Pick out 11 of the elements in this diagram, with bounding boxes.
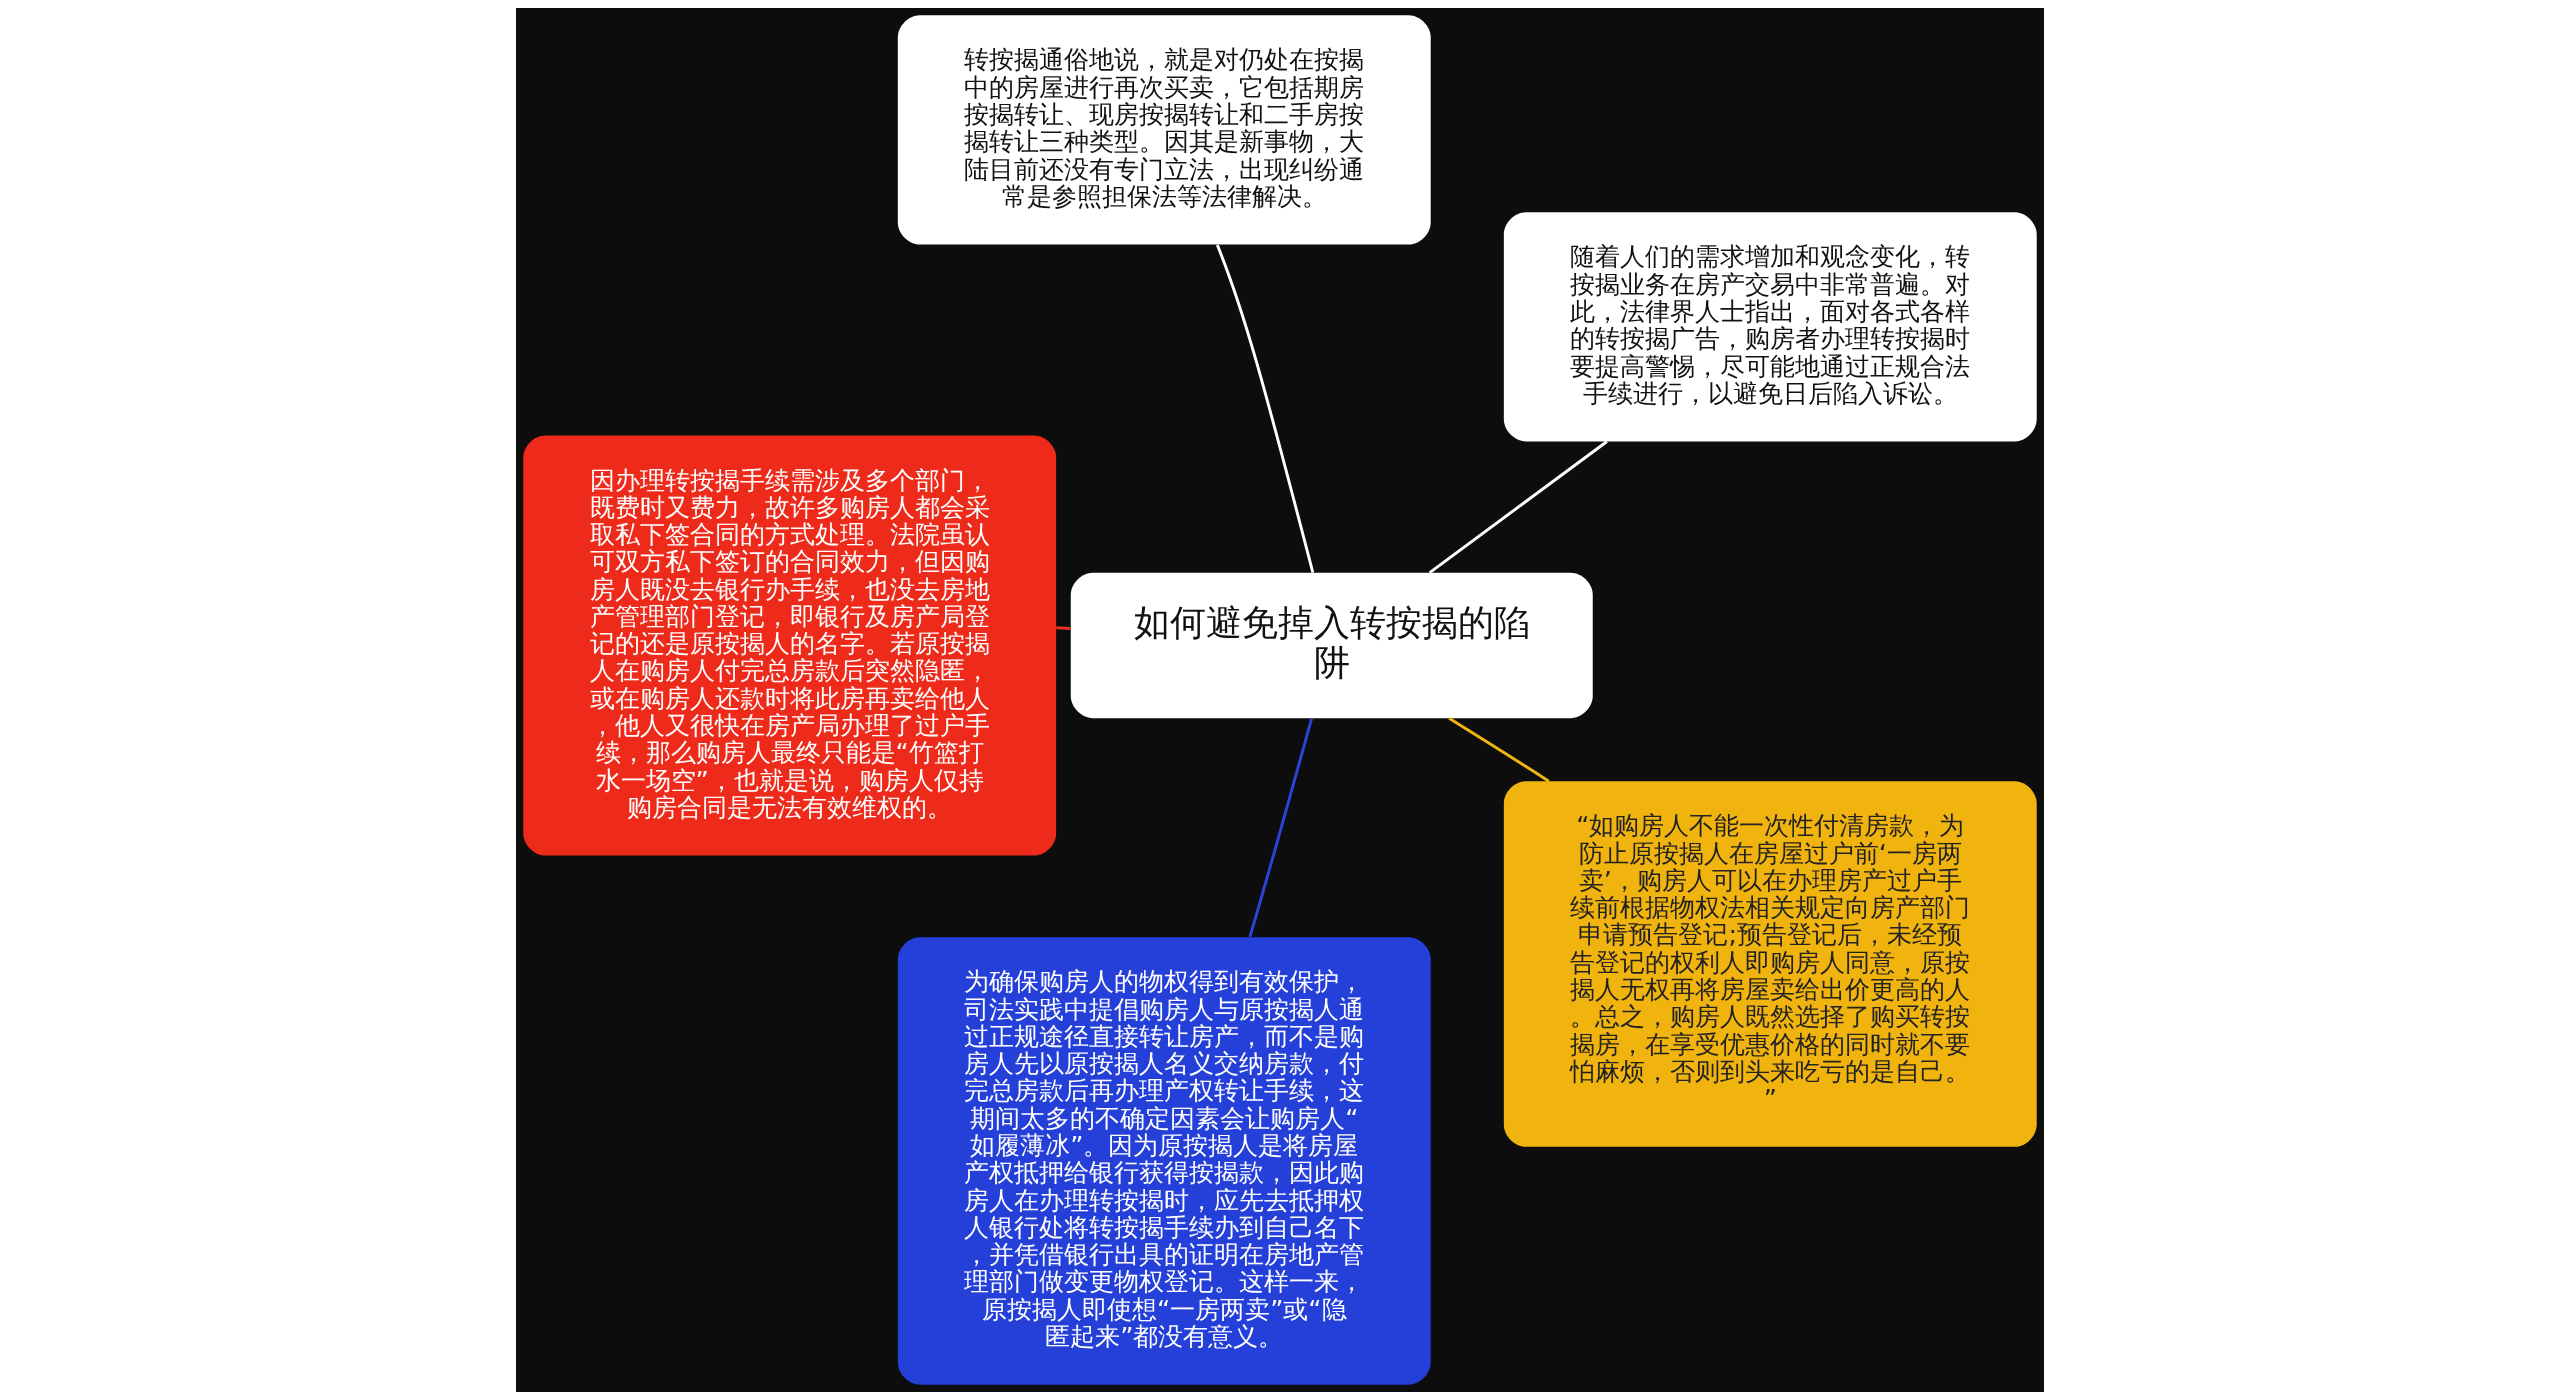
node-box: “如购房人不能一次性付清房款，为防止原按揭人在房屋过户前‘一房两卖’，购房人可以在办理房产过户手续前根据物权法相关规定向房产部门申请预告登记;预告登记后，未经预告登记的权利人即购房人同意，原按揭人无权再将房屋卖给出价更高的人。总之，购房人既然选择了购买转按揭房，在享受优惠价格的同时就不要怕麻烦，否则到头来吃亏的是自己。” xyxy=(1503,781,2037,1147)
connector xyxy=(1056,626,1071,630)
node-box: 如何避免掉入转按揭的陷阱 xyxy=(1070,572,1593,719)
connector xyxy=(1448,717,1550,783)
connector xyxy=(1248,718,1313,938)
connector xyxy=(1428,440,1608,574)
connector xyxy=(1216,244,1315,573)
node-box: 随着人们的需求增加和观念变化，转按揭业务在房产交易中非常普遍。对此，法律界人士指出，面对各式各样的转按揭广告，购房者办理转按揭时要提高警惕，尽可能地通过正规合法手续进行，以避免日后陷入诉讼。 xyxy=(1503,212,2037,442)
node-box: 因办理转按揭手续需涉及多个部门，既费时又费力，故许多购房人都会采取私下签合同的方式处理。法院虽认可双方私下签订的合同效力，但因购房人既没去银行办手续，也没去房地产管理部门登记，即银行及房产局登记的还是原按揭人的名字。若原按揭人在购房人付完总房款后突然隐匿，或在购房人还款时将此房再卖给他人，他人又很快在房产局办理了过户手续，那么购房人最终只能是“竹篮打水一场空”，也就是说，购房人仅持购房合同是无法有效维权的。 xyxy=(523,435,1057,856)
node-box: 为确保购房人的物权得到有效保护，司法实践中提倡购房人与原按揭人通过正规途径直接转让房产，而不是购房人先以原按揭人名义交纳房款，付完总房款后再办理产权转让手续，这期间太多的不确定因素会让购房人“如履薄冰”。因为原按揭人是将房屋产权抵押给银行获得按揭款，因此购房人在办理转按揭时，应先去抵押权人银行处将转按揭手续办到自己名下，并凭借银行出具的证明在房地产管理部门做变更物权登记。这样一来，原按揭人即使想“一房两卖”或“隐匿起来”都没有意义。 xyxy=(897,937,1431,1385)
node-box: 转按揭通俗地说，就是对仍处在按揭中的房屋进行再次买卖，它包括期房按揭转让、现房按揭转让和二手房按揭转让三种类型。因其是新事物，大陆目前还没有专门立法，出现纠纷通常是参照担保法等法律解决。 xyxy=(897,15,1431,245)
